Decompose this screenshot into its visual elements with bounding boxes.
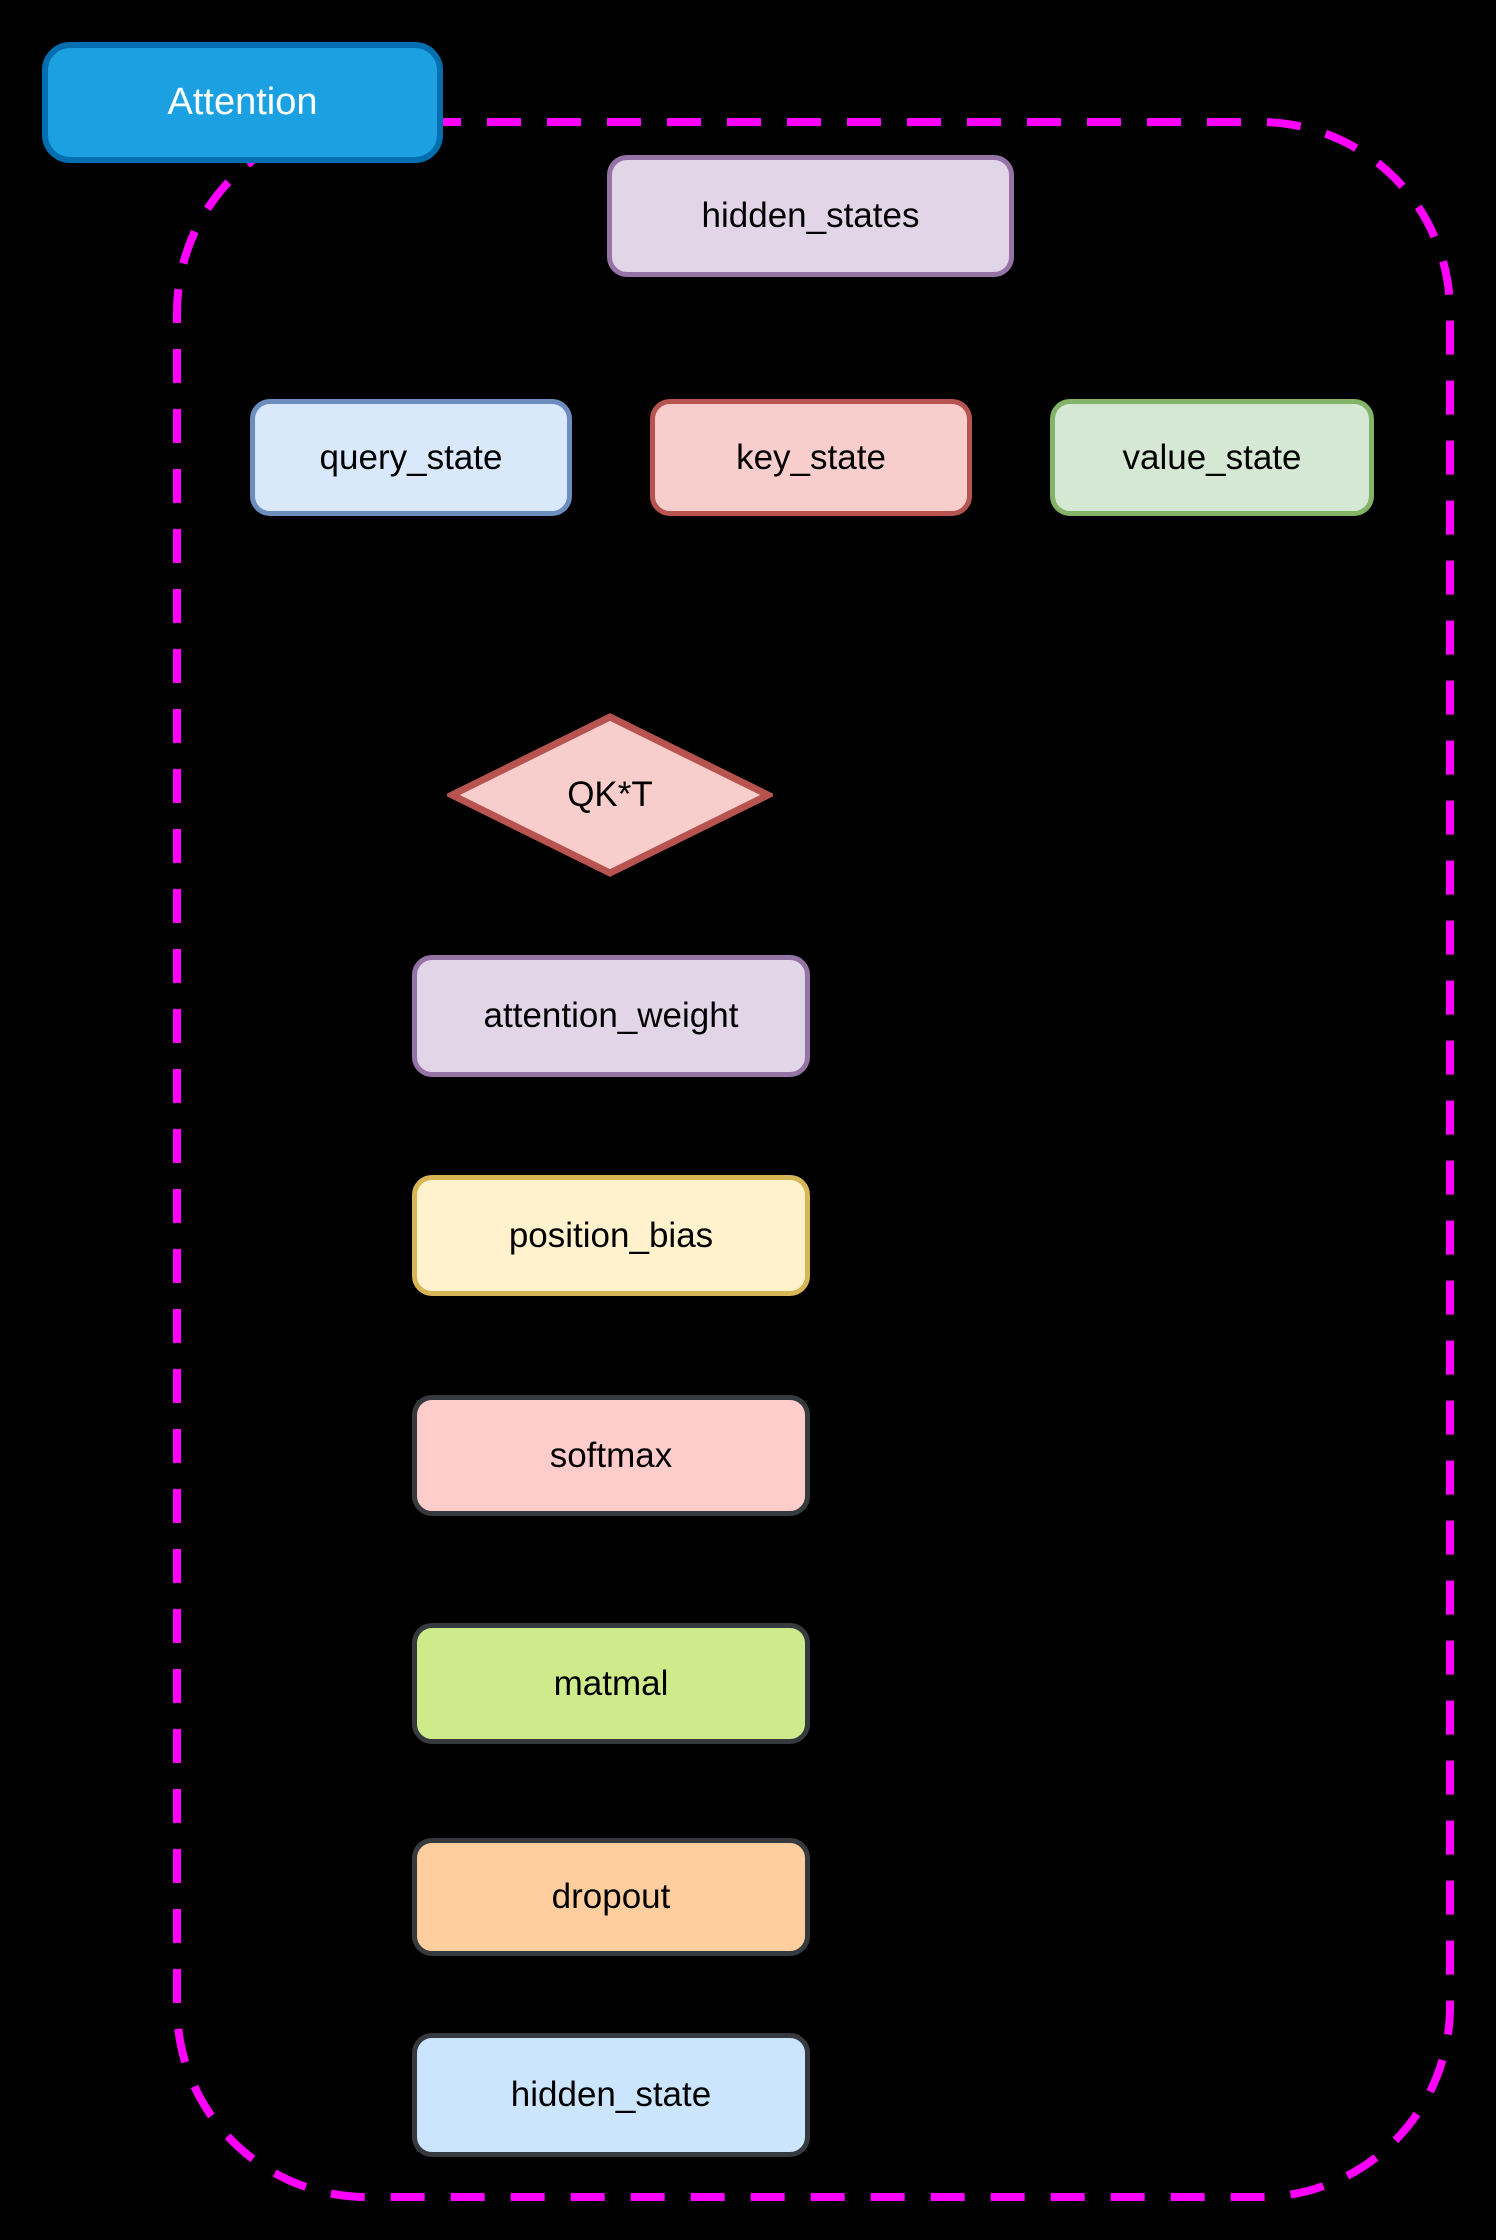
- node-label: QK*T: [567, 775, 653, 814]
- node-hidden-states: hidden_states: [607, 155, 1014, 277]
- attention-module-frame: [173, 118, 1454, 2201]
- node-label: hidden_states: [701, 196, 920, 235]
- node-label: softmax: [549, 1435, 673, 1475]
- node-matmal: matmal: [412, 1623, 810, 1744]
- node-dropout: dropout: [412, 1838, 810, 1956]
- node-hidden-state: hidden_state: [412, 2033, 810, 2157]
- node-softmax: softmax: [412, 1395, 810, 1516]
- node-label: attention_weight: [483, 996, 739, 1035]
- node-query-state: query_state: [250, 399, 572, 516]
- attention-title-box: Attention: [42, 42, 443, 163]
- node-label: query_state: [319, 437, 503, 477]
- attention-title-label: Attention: [167, 81, 318, 123]
- node-qkt-diamond: QK*T: [447, 712, 773, 878]
- node-position-bias: position_bias: [412, 1175, 810, 1296]
- node-label: matmal: [553, 1663, 669, 1703]
- node-label: value_state: [1122, 437, 1302, 477]
- node-label: position_bias: [508, 1215, 714, 1255]
- node-label: key_state: [736, 437, 886, 477]
- node-label: dropout: [551, 1877, 671, 1916]
- node-value-state: value_state: [1050, 399, 1374, 516]
- diamond-shape-icon: [447, 713, 773, 877]
- node-label: hidden_state: [510, 2075, 712, 2114]
- node-attention-weight: attention_weight: [412, 955, 810, 1077]
- node-key-state: key_state: [650, 399, 972, 516]
